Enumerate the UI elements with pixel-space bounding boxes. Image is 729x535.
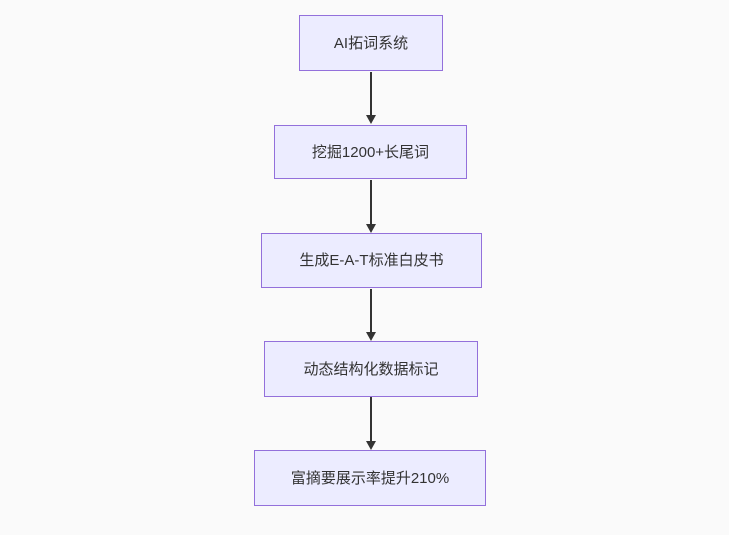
flow-node-ai-word-expansion-system: AI拓词系统 <box>299 15 443 71</box>
flow-edge <box>365 289 377 341</box>
edge-line <box>370 289 372 332</box>
flow-node-label: 生成E-A-T标准白皮书 <box>299 252 444 269</box>
arrowhead-down-icon <box>366 332 376 341</box>
edge-line <box>370 397 372 441</box>
flow-node-structured-data-markup: 动态结构化数据标记 <box>264 341 478 397</box>
arrowhead-down-icon <box>366 115 376 124</box>
arrowhead-down-icon <box>366 224 376 233</box>
flow-edge <box>365 397 377 450</box>
arrowhead-down-icon <box>366 441 376 450</box>
flow-edge <box>365 180 377 233</box>
flow-node-label: AI拓词系统 <box>333 34 409 52</box>
flow-node-rich-snippet-rate: 富摘要展示率提升210% <box>254 450 486 506</box>
flow-node-label: 挖掘1200+长尾词 <box>311 143 430 161</box>
edge-line <box>370 72 372 115</box>
edge-line <box>370 180 372 224</box>
flow-node-label: 富摘要展示率提升210% <box>290 469 450 487</box>
flow-node-eat-whitepaper: 生成E-A-T标准白皮书 <box>261 233 482 288</box>
flow-node-label: 动态结构化数据标记 <box>303 360 439 378</box>
flow-edge <box>365 72 377 124</box>
flow-node-longtail-keywords: 挖掘1200+长尾词 <box>274 125 467 179</box>
